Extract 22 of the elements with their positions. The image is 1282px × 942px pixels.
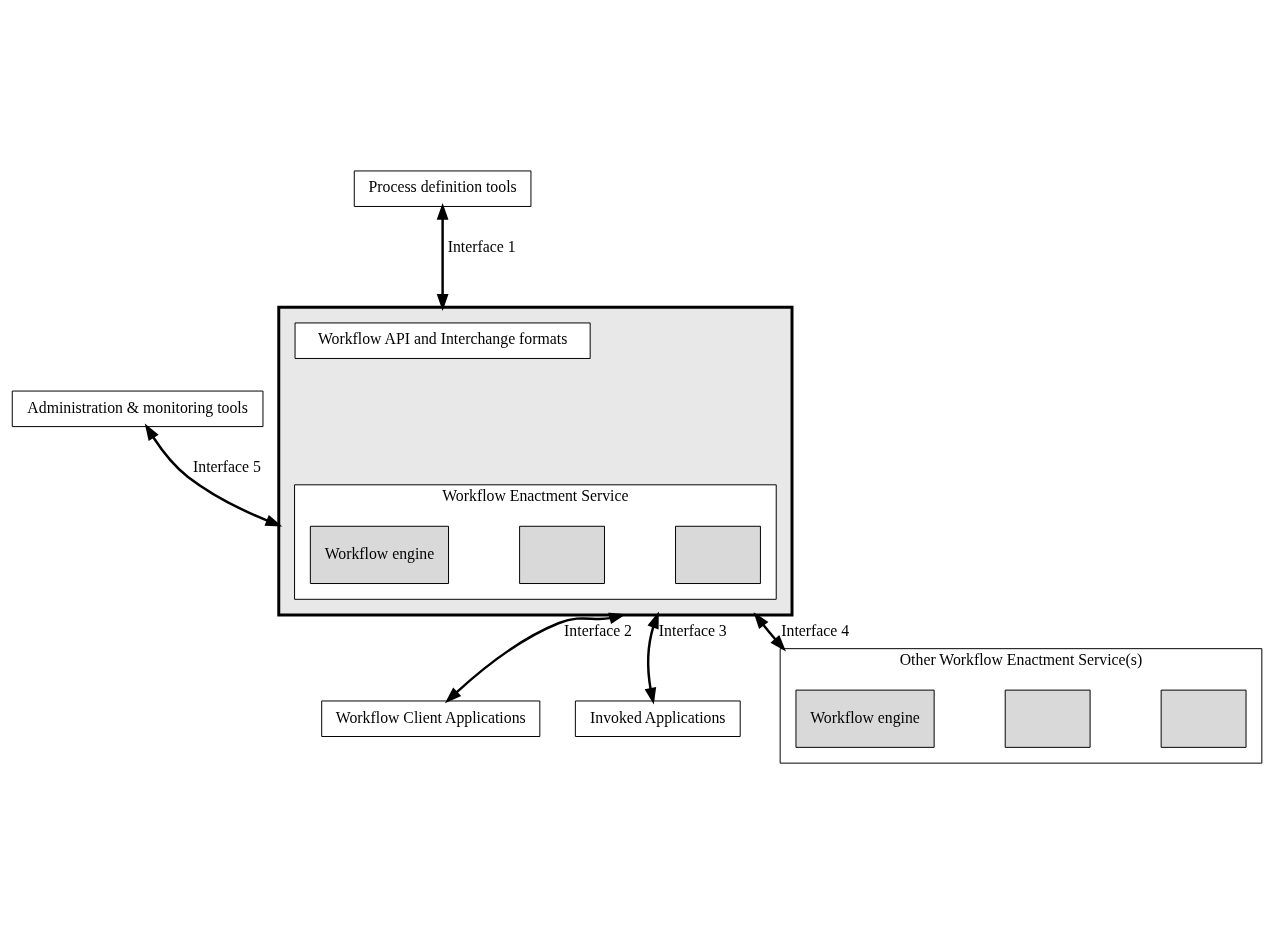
arrow <box>144 423 283 527</box>
arrow <box>753 612 786 652</box>
edge-label: Interface 2 <box>564 621 633 639</box>
node-box <box>1160 689 1247 748</box>
node-box: Workflow API and Interchange formats <box>294 322 591 359</box>
edge-label: Interface 1 <box>447 237 516 255</box>
edge-label: Interface 3 <box>658 621 727 639</box>
edge-label: Interface 4 <box>781 621 850 639</box>
node-box: Process definition tools <box>353 170 532 207</box>
node-box: Workflow engine <box>309 525 450 584</box>
arrow <box>436 202 449 311</box>
node-box: Workflow engine <box>795 689 935 748</box>
node-box: Invoked Applications <box>574 700 741 737</box>
arrow <box>644 611 659 705</box>
node-box: Workflow Client Applications <box>321 700 541 737</box>
arrow <box>444 612 626 704</box>
edge-label: Interface 5 <box>192 457 261 475</box>
node-box <box>519 525 605 584</box>
cluster <box>277 305 794 617</box>
node-box <box>1004 689 1091 748</box>
node-box <box>675 525 761 584</box>
node-box: Administration & monitoring tools <box>11 390 264 428</box>
